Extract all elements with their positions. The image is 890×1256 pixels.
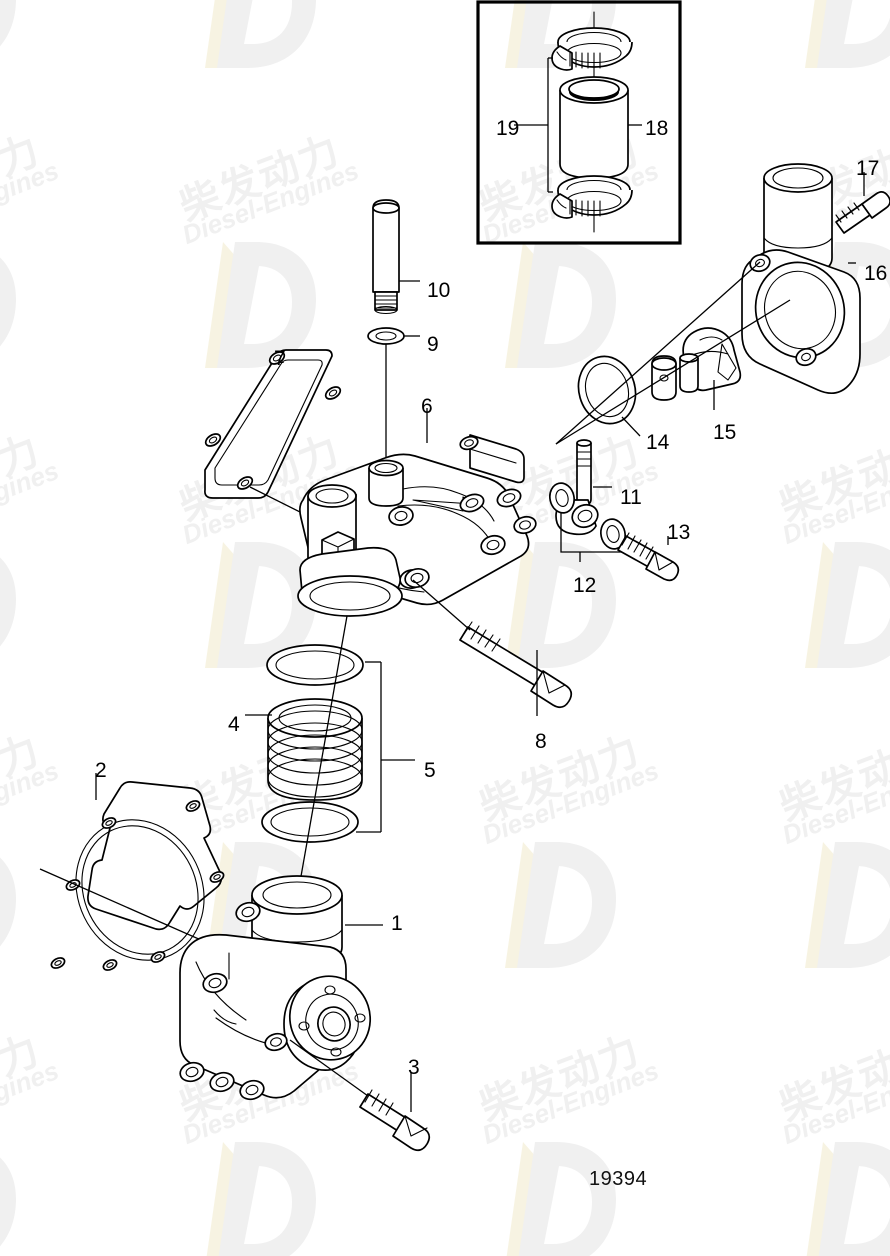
figure-number: 19394 xyxy=(589,1168,648,1190)
rubber-hose xyxy=(559,76,629,179)
hose-clamp-lower xyxy=(551,175,633,219)
callout-15: 15 xyxy=(713,421,737,444)
callout-4: 4 xyxy=(228,713,240,736)
part-9-washer xyxy=(367,327,420,345)
callout-12: 12 xyxy=(573,574,597,597)
callout-7: 7 xyxy=(274,347,286,370)
callout-3: 3 xyxy=(408,1056,420,1079)
callout-5: 5 xyxy=(424,759,436,782)
part-12-sealing-washers xyxy=(549,482,626,562)
part-10-plug xyxy=(372,199,420,315)
callout-14: 14 xyxy=(646,431,670,454)
callout-16: 16 xyxy=(864,262,888,285)
part-14-o-ring xyxy=(577,355,641,437)
part-8-long-bolt xyxy=(412,579,573,716)
part-5-seal-kit xyxy=(245,644,415,843)
part-4-bellows xyxy=(245,698,363,801)
callout-19: 19 xyxy=(496,117,520,140)
callout-11: 11 xyxy=(620,486,642,509)
part-17-bolt xyxy=(835,172,890,234)
part-3-bolt xyxy=(289,1039,431,1152)
o-ring-upper xyxy=(266,644,364,686)
part-13-banjo-bolt xyxy=(617,532,680,582)
callout-2: 2 xyxy=(95,759,107,782)
callout-6: 6 xyxy=(421,395,433,418)
callout-17: 17 xyxy=(856,157,880,180)
callout-18: 18 xyxy=(645,117,669,140)
callout-1: 1 xyxy=(391,912,403,935)
hose-clamp-upper xyxy=(551,27,633,71)
callout-8: 8 xyxy=(535,730,547,753)
part-1-pump-housing xyxy=(179,875,383,1101)
callout-9: 9 xyxy=(427,333,439,356)
callout-10: 10 xyxy=(427,279,451,302)
part-15-thermostat xyxy=(651,327,742,410)
callout-13: 13 xyxy=(667,521,691,544)
